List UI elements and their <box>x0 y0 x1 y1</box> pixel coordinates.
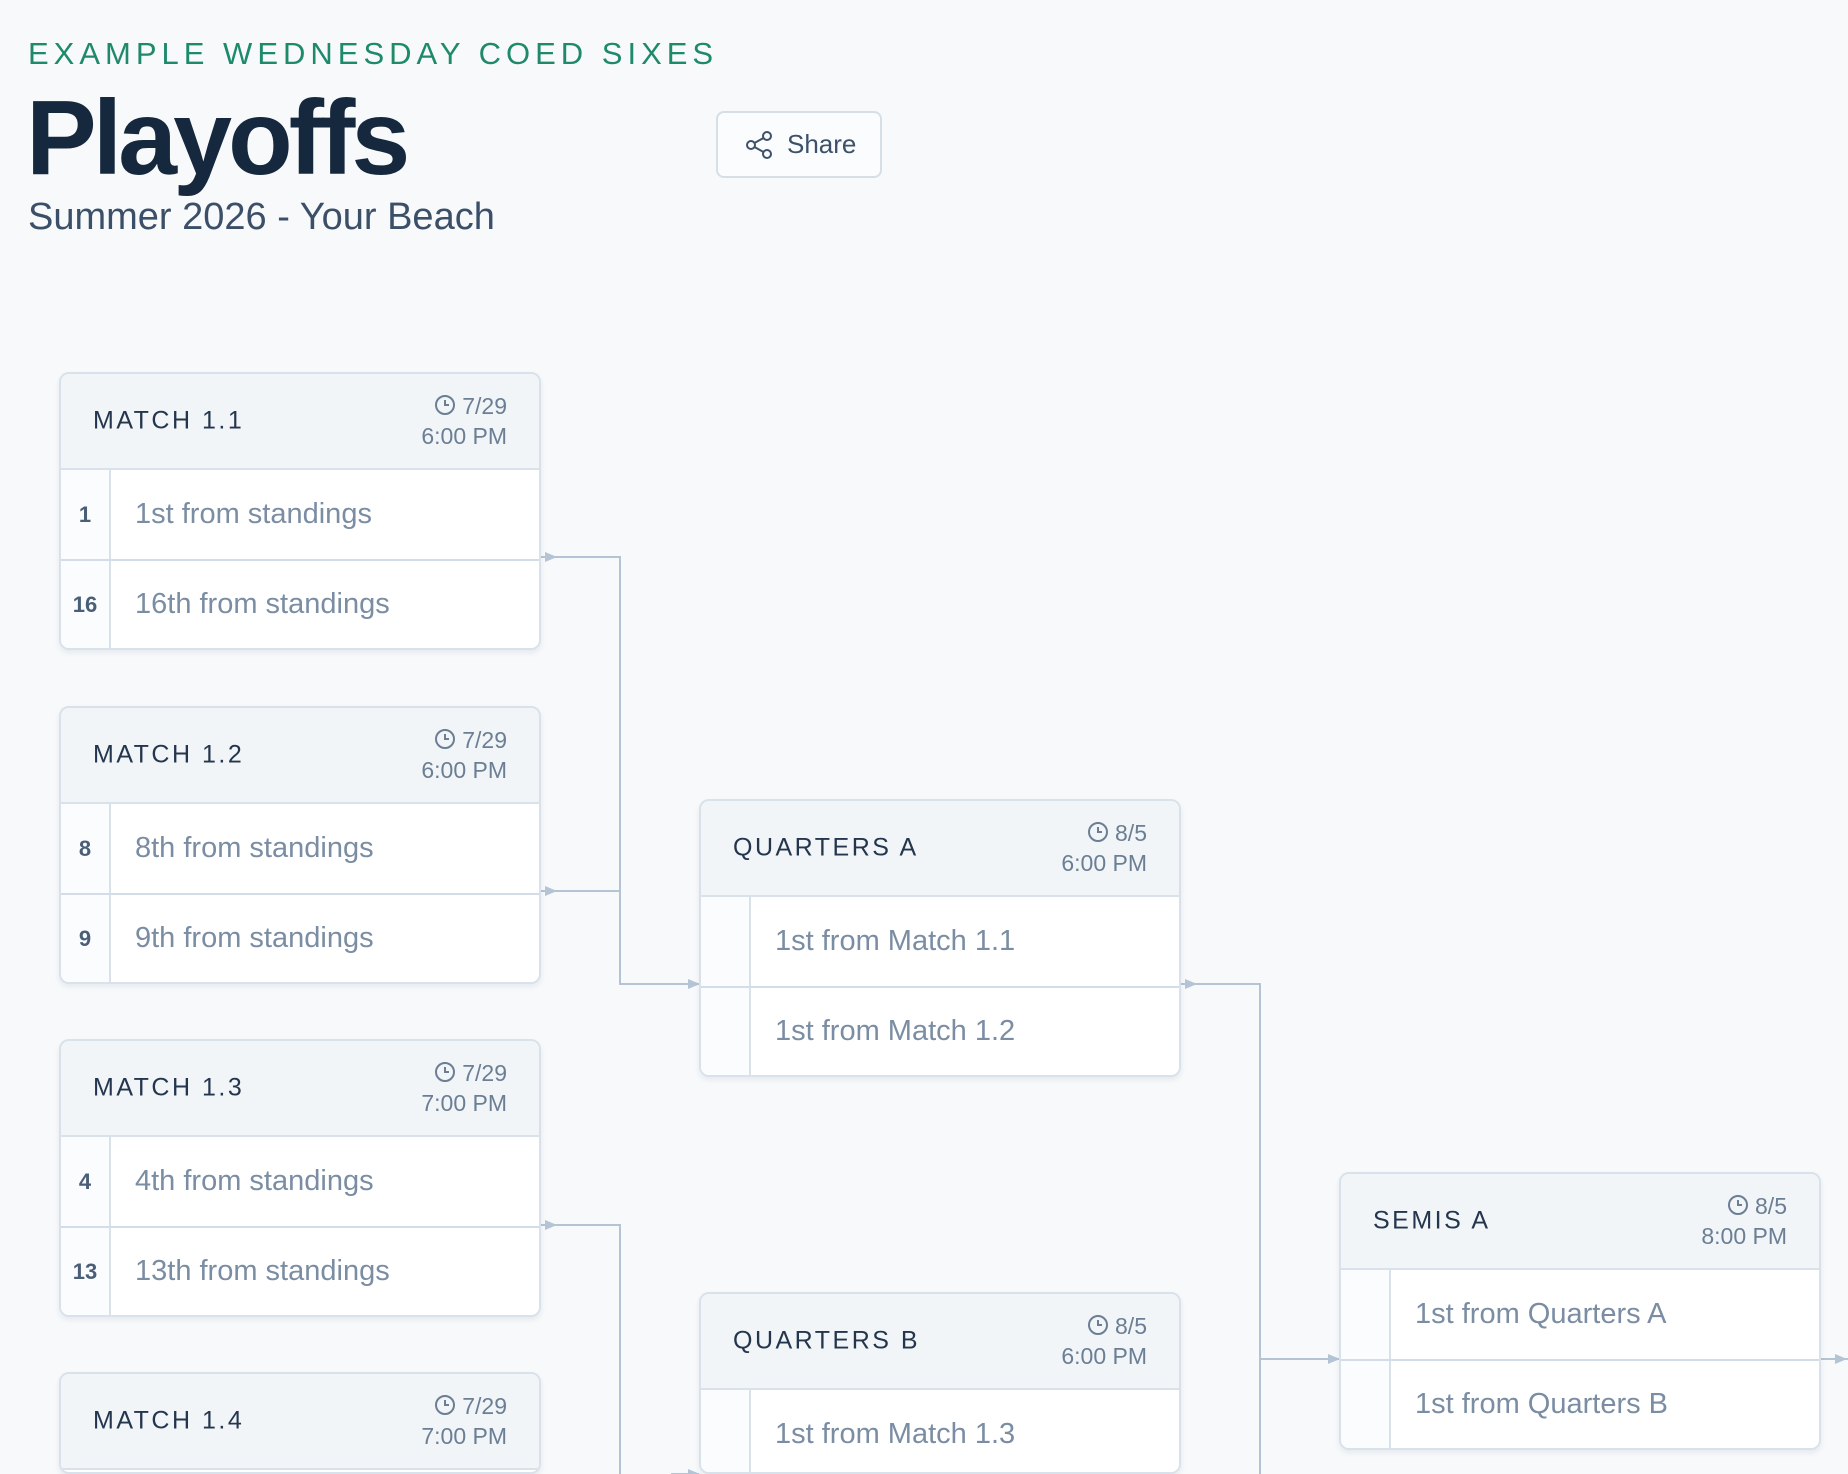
match-header: MATCH 1.1 7/29 6:00 PM <box>61 374 539 470</box>
match-slot[interactable]: 8 8th from standings <box>61 804 539 893</box>
seed-number: 1 <box>61 470 111 559</box>
team-label: 16th from standings <box>135 588 390 620</box>
match-header: MATCH 1.4 7/29 7:00 PM <box>61 1374 539 1470</box>
seed-number: 8 <box>61 804 111 893</box>
match-date: 7/29 <box>462 393 507 419</box>
team-label: 8th from standings <box>135 832 374 864</box>
match-header: MATCH 1.3 7/29 7:00 PM <box>61 1041 539 1137</box>
match-card-quarters-a[interactable]: QUARTERS A 8/5 6:00 PM 1st from Match 1.… <box>699 799 1181 1077</box>
clock-icon <box>1728 1195 1749 1215</box>
seed-number <box>1341 1361 1391 1448</box>
match-card-1-2[interactable]: MATCH 1.2 7/29 6:00 PM 8 8th from standin… <box>59 706 541 984</box>
match-schedule: 8/5 8:00 PM <box>1701 1192 1787 1252</box>
match-schedule: 7/29 6:00 PM <box>421 726 507 786</box>
match-time: 7:00 PM <box>421 1422 507 1449</box>
match-time: 6:00 PM <box>1061 1342 1147 1369</box>
match-name: MATCH 1.1 <box>93 406 245 435</box>
match-time: 6:00 PM <box>421 756 507 783</box>
match-schedule: 7/29 7:00 PM <box>421 1392 507 1452</box>
clock-icon <box>435 729 456 749</box>
match-header: SEMIS A 8/5 8:00 PM <box>1341 1174 1819 1270</box>
clock-icon <box>435 1395 456 1415</box>
team-label: 1st from Match 1.2 <box>775 1015 1016 1047</box>
seed-number: 16 <box>61 561 111 648</box>
match-schedule: 8/5 6:00 PM <box>1061 1312 1147 1372</box>
match-date: 7/29 <box>462 1393 507 1419</box>
match-slot[interactable]: 13 13th from standings <box>61 1226 539 1315</box>
match-slot[interactable]: 1 1st from standings <box>61 470 539 559</box>
seed-number: 9 <box>61 895 111 982</box>
season-subtitle: Summer 2026 - Your Beach <box>28 196 495 238</box>
match-slot[interactable]: 1st from Quarters B <box>1341 1359 1819 1448</box>
match-slot[interactable]: 4 4th from standings <box>61 1137 539 1226</box>
match-date: 8/5 <box>1755 1193 1787 1219</box>
seed-number <box>701 988 751 1075</box>
team-label: 1st from Quarters A <box>1415 1298 1667 1330</box>
team-label: 13th from standings <box>135 1255 390 1287</box>
team-label: 1st from standings <box>135 498 372 530</box>
seed-number <box>701 1390 751 1472</box>
clock-icon <box>435 1062 456 1082</box>
match-date: 8/5 <box>1115 820 1147 846</box>
match-time: 6:00 PM <box>1061 849 1147 876</box>
match-name: QUARTERS A <box>733 833 919 862</box>
team-label: 1st from Match 1.3 <box>775 1418 1016 1450</box>
team-label: 4th from standings <box>135 1165 374 1197</box>
match-time: 7:00 PM <box>421 1089 507 1116</box>
match-date: 7/29 <box>462 727 507 753</box>
match-name: QUARTERS B <box>733 1326 921 1355</box>
match-header: MATCH 1.2 7/29 6:00 PM <box>61 708 539 804</box>
match-date: 7/29 <box>462 1060 507 1086</box>
match-name: SEMIS A <box>1373 1206 1491 1235</box>
match-time: 8:00 PM <box>1701 1222 1787 1249</box>
match-slot[interactable]: 16 16th from standings <box>61 559 539 648</box>
seed-number: 13 <box>61 1228 111 1315</box>
team-label: 9th from standings <box>135 922 374 954</box>
match-date: 8/5 <box>1115 1313 1147 1339</box>
match-schedule: 7/29 6:00 PM <box>421 392 507 452</box>
match-slot[interactable]: 9 9th from standings <box>61 893 539 982</box>
match-time: 6:00 PM <box>421 422 507 449</box>
match-name: MATCH 1.4 <box>93 1406 245 1435</box>
team-label: 1st from Quarters B <box>1415 1388 1669 1420</box>
match-slot[interactable]: 1st from Match 1.2 <box>701 986 1179 1075</box>
match-card-quarters-b[interactable]: QUARTERS B 8/5 6:00 PM 1st from Match 1.… <box>699 1292 1181 1474</box>
seed-number <box>701 897 751 986</box>
match-slot[interactable]: 1st from Quarters A <box>1341 1270 1819 1359</box>
match-header: QUARTERS B 8/5 6:00 PM <box>701 1294 1179 1390</box>
clock-icon <box>1088 1315 1109 1335</box>
match-slot[interactable]: 1st from Match 1.1 <box>701 897 1179 986</box>
match-schedule: 7/29 7:00 PM <box>421 1059 507 1119</box>
seed-number: 4 <box>61 1137 111 1226</box>
match-card-1-1[interactable]: MATCH 1.1 7/29 6:00 PM 1 1st from standin… <box>59 372 541 650</box>
match-card-semis-a[interactable]: SEMIS A 8/5 8:00 PM 1st from Quarters A … <box>1339 1172 1821 1450</box>
league-name: EXAMPLE WEDNESDAY COED SIXES <box>28 36 719 71</box>
match-slot[interactable]: 1st from Match 1.3 <box>701 1390 1179 1472</box>
match-card-1-4[interactable]: MATCH 1.4 7/29 7:00 PM <box>59 1372 541 1474</box>
match-schedule: 8/5 6:00 PM <box>1061 819 1147 879</box>
match-name: MATCH 1.2 <box>93 740 245 769</box>
clock-icon <box>1088 822 1109 842</box>
match-name: MATCH 1.3 <box>93 1073 245 1102</box>
share-button[interactable]: Share <box>716 111 882 178</box>
clock-icon <box>435 395 456 415</box>
share-label: Share <box>787 129 857 159</box>
match-header: QUARTERS A 8/5 6:00 PM <box>701 801 1179 897</box>
match-card-1-3[interactable]: MATCH 1.3 7/29 7:00 PM 4 4th from standin… <box>59 1039 541 1317</box>
seed-number <box>1341 1270 1391 1359</box>
share-icon <box>746 130 772 159</box>
page-title: Playoffs <box>26 79 410 197</box>
team-label: 1st from Match 1.1 <box>775 925 1016 957</box>
